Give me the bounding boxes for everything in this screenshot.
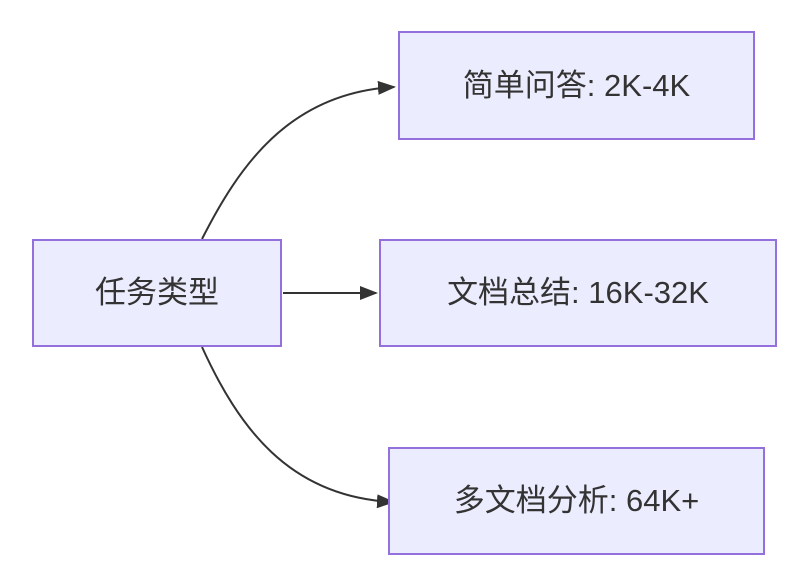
edge-task-type-to-multi-doc-analysis <box>201 346 395 509</box>
edge-task-type-to-simple-qa <box>201 80 396 240</box>
node-multi-doc-analysis-label: 多文档分析: 64K+ <box>453 483 700 519</box>
node-task-type: 任务类型 <box>32 239 282 347</box>
node-simple-qa-label: 简单问答: 2K-4K <box>462 67 691 103</box>
node-doc-summary-label: 文档总结: 16K-32K <box>447 275 709 311</box>
node-simple-qa: 简单问答: 2K-4K <box>398 31 755 140</box>
node-task-type-label: 任务类型 <box>95 275 219 311</box>
node-multi-doc-analysis: 多文档分析: 64K+ <box>388 447 765 555</box>
node-doc-summary: 文档总结: 16K-32K <box>379 239 777 347</box>
